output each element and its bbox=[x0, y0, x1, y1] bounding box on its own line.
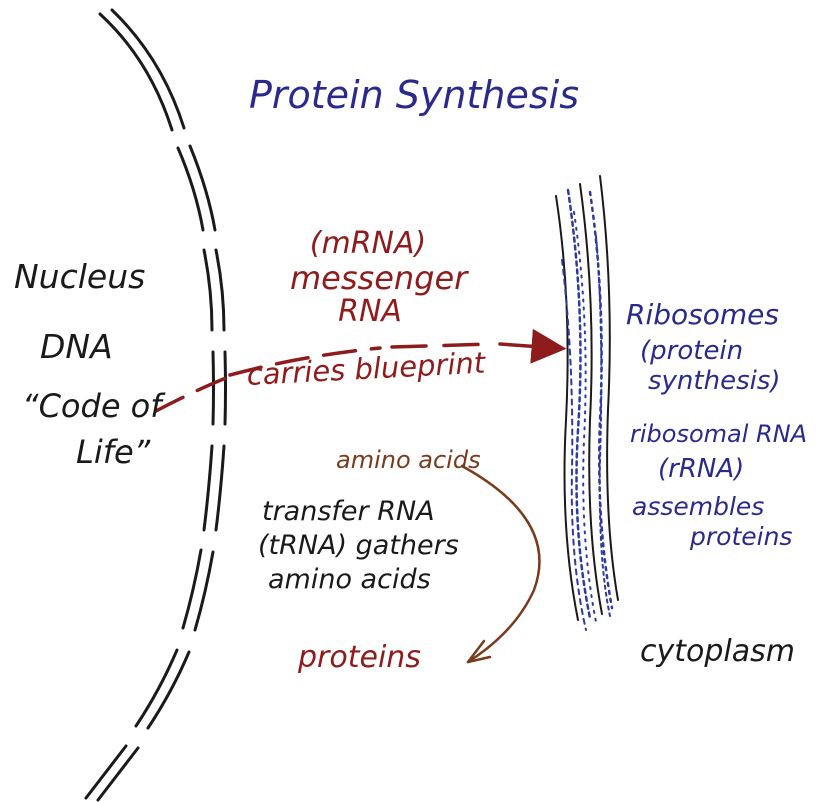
cytoplasm-label: cytoplasm bbox=[640, 636, 795, 668]
code-of-life-line2: Life” bbox=[76, 436, 150, 470]
amino-acids-label: amino acids bbox=[336, 448, 481, 473]
ribosomal-rna-line1: ribosomal RNA bbox=[630, 422, 807, 447]
ribosomes-paren-line1: (protein bbox=[640, 338, 743, 365]
dna-label: DNA bbox=[40, 330, 113, 365]
trna-line2: (tRNA) gathers bbox=[258, 532, 459, 560]
nucleus-label: Nucleus bbox=[14, 260, 145, 295]
ribosome-strands bbox=[556, 176, 618, 630]
mrna-line1: messenger bbox=[290, 262, 460, 296]
ribosomal-rna-line4: proteins bbox=[690, 524, 792, 550]
trna-line3: amino acids bbox=[268, 566, 431, 594]
code-of-life-line1: “Code of bbox=[22, 390, 162, 424]
proteins-label: proteins bbox=[298, 642, 421, 674]
ribosomes-paren-line2: synthesis) bbox=[648, 368, 781, 395]
ribosomal-rna-line2: (rRNA) bbox=[658, 456, 744, 483]
mrna-abbrev: (mRNA) bbox=[308, 228, 428, 260]
mrna-line2: RNA bbox=[320, 296, 420, 328]
ribosomal-rna-line3: assembles bbox=[632, 494, 764, 520]
ribosomes-label: Ribosomes bbox=[626, 300, 779, 329]
diagram-title: Protein Synthesis bbox=[244, 76, 584, 116]
trna-line1: transfer RNA bbox=[262, 498, 435, 526]
amino-acid-arrow bbox=[462, 466, 539, 662]
